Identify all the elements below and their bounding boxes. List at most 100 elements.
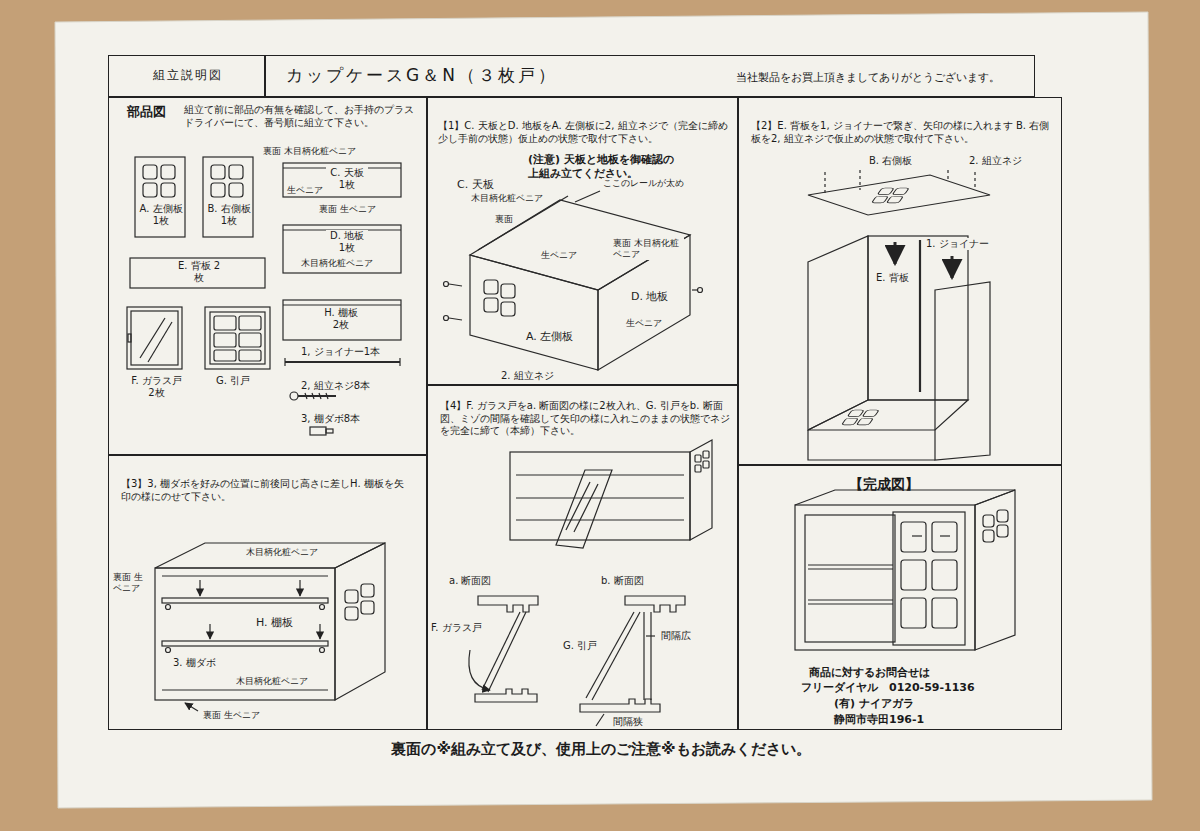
joiner-part-stroke — [399, 358, 400, 366]
section-a-stroke — [478, 596, 538, 612]
part-label: D. 地板 1枚 — [326, 230, 368, 254]
step4-cabinet-stroke — [516, 474, 684, 475]
part-label: G. 引戸 — [562, 640, 598, 652]
step1-cabinet-stroke — [478, 196, 568, 250]
step1-cabinet — [444, 191, 703, 370]
paper-sheet — [55, 12, 1152, 808]
screw-part-stroke — [298, 395, 336, 397]
side-board-b-stroke — [211, 165, 225, 179]
screw-part-stroke — [326, 393, 328, 399]
panel-text: 当社製品をお買上頂きましてありがとうございます。 — [736, 71, 1000, 85]
surface-note: 生ベニア — [625, 318, 663, 329]
section-a-stroke — [488, 612, 526, 692]
header-title-cell: カップケースG＆N（３枚戸）当社製品をお買上頂きましてありがとうございます。 — [265, 55, 1035, 97]
step4-cabinet-stroke — [516, 497, 684, 498]
step-panel: 【3】3, 棚ダボを好みの位置に前後同じ高さに差しH. 棚板を矢印の様にのせて下… — [108, 455, 427, 730]
step1-cabinet-stroke — [692, 289, 697, 290]
part-label: D. 地板 — [630, 290, 669, 303]
finished-cabinet-stroke — [901, 560, 926, 590]
screw-part-stroke — [305, 393, 307, 399]
part-label: H. 棚板 — [255, 616, 294, 629]
step2-cabinet — [808, 170, 990, 460]
step2-cabinet-stroke — [935, 282, 990, 460]
joiner-part-stroke — [284, 358, 285, 366]
section-label: b. 断面図 — [600, 575, 645, 587]
panel-heading: 【1】C. 天板とD. 地板をA. 左側板に2, 組立ネジで（完全に締め少し手前… — [438, 120, 733, 145]
side-board-b-stroke — [203, 157, 253, 237]
glass-door-f — [127, 307, 182, 369]
step4-cabinet-stroke — [703, 451, 709, 458]
part-label: 1, ジョイナー1本 — [300, 346, 381, 358]
screw-part-stroke — [319, 393, 321, 399]
part-label: B. 右側板 — [868, 155, 913, 167]
part-label: A. 左側板 — [525, 330, 574, 343]
line-art — [127, 157, 1015, 726]
finished-cabinet-stroke — [975, 490, 1015, 650]
side-board-b — [203, 157, 253, 237]
step2-cabinet-stroke — [808, 236, 868, 430]
step1-cabinet-stroke — [501, 302, 515, 316]
section-b-stroke — [586, 612, 634, 698]
step2-cabinet-stroke-stroke — [862, 410, 879, 417]
step3-cabinet-stroke — [361, 601, 374, 614]
side-board-a-stroke — [161, 183, 175, 197]
part-label: H. 棚板 2枚 — [320, 307, 362, 331]
sliding-door-g-stroke — [214, 350, 236, 361]
step3-cabinet-stroke — [320, 648, 325, 653]
step4-cabinet-stroke — [574, 484, 598, 532]
panel-heading: 組立説明図 — [109, 68, 266, 83]
side-board-a — [135, 157, 185, 237]
step3-cabinet-stroke — [199, 580, 200, 596]
step3-cabinet-stroke — [155, 543, 385, 568]
step3-cabinet-stroke — [162, 689, 328, 690]
sliding-door-g-stroke — [214, 316, 236, 330]
step1-cabinet-stroke — [449, 318, 462, 320]
step3-cabinet-stroke — [319, 624, 320, 639]
surface-note: 木目柄化粧ベニア — [300, 258, 374, 269]
part-label: F. ガラス戸 2枚 — [127, 375, 186, 399]
gap-note: 間隔広 — [660, 630, 692, 642]
screw-part — [290, 392, 336, 400]
step3-cabinet-stroke — [185, 703, 198, 711]
section-b-stroke — [596, 714, 604, 726]
step1-cabinet-stroke — [484, 298, 498, 312]
back-board-e-stroke — [130, 258, 265, 288]
panel-text: 組立て前に部品の有無を確認して、お手持のプラスドライバーにて、番号順に組立て下さ… — [184, 104, 416, 129]
step2-cabinet-stroke-stroke — [887, 196, 904, 203]
panel-text: 静岡市寺田196-1 — [834, 713, 924, 727]
step2-cabinet-stroke — [947, 170, 948, 180]
shelf-board-h — [283, 300, 401, 340]
part-label: A. 左側板 1枚 — [138, 203, 184, 227]
finished-cabinet — [795, 490, 1015, 650]
step2-cabinet-stroke-stroke — [847, 410, 864, 417]
finished-cabinet-stroke — [940, 535, 950, 536]
step3-cabinet-stroke — [162, 575, 328, 576]
panel-heading: 【完成図】 — [849, 476, 919, 494]
finished-cabinet-stroke — [983, 515, 994, 527]
step3-cabinet-stroke — [162, 641, 328, 646]
step2-cabinet-stroke-stroke — [872, 196, 889, 203]
finished-panel: 【完成図】商品に対するお問合せはフリーダイヤル 0120-59-1136(有) … — [738, 465, 1062, 730]
step2-cabinet-stroke — [842, 410, 879, 425]
step2-cabinet-stroke-stroke — [877, 188, 894, 195]
finished-cabinet-stroke — [893, 512, 965, 645]
step3-cabinet-stroke — [299, 580, 300, 596]
step2-cabinet-stroke-stroke — [842, 418, 859, 425]
finished-cabinet-stroke — [808, 599, 893, 600]
panel-heading: 部品図 — [127, 104, 166, 120]
surface-note: 裏面 木目柄化粧ベニア — [612, 238, 684, 260]
shelf-board-h-stroke — [283, 300, 401, 340]
panel-text: (有) ナイアガラ — [834, 697, 914, 711]
sliding-door-g-stroke — [239, 333, 261, 347]
step1-cabinet-stroke — [449, 284, 462, 286]
step2-cabinet-stroke — [894, 242, 897, 264]
step2-cabinet-stroke — [951, 256, 954, 278]
section-a-stroke — [482, 612, 520, 690]
surface-note: 生ベニア — [286, 185, 324, 196]
step1-cabinet-stroke — [470, 255, 598, 370]
surface-note: 裏面 生ベニア — [318, 204, 377, 215]
side-board-b-stroke — [211, 183, 225, 197]
step-panel: 【4】F. ガラス戸をa. 断面図の様に2枚入れ、G. 引戸をb. 断面図、ミゾ… — [427, 385, 738, 730]
paper-sheet-stroke — [55, 12, 1152, 808]
side-board-a-stroke — [161, 165, 175, 179]
